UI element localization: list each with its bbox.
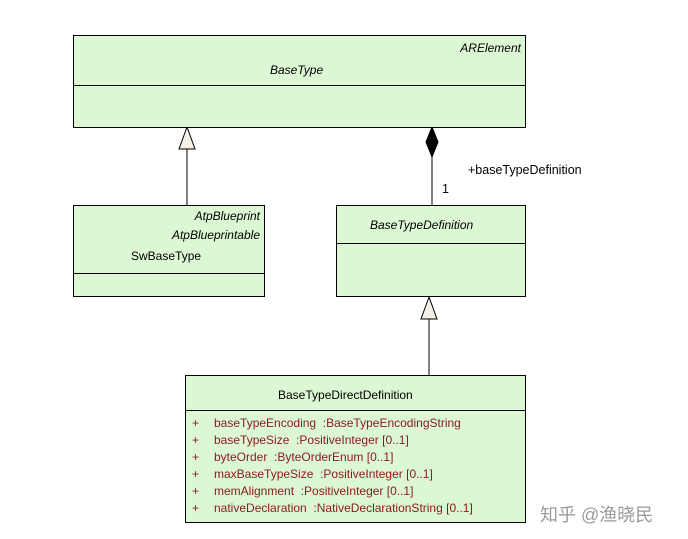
basetype-name: BaseType <box>270 63 324 77</box>
watermark: 知乎 @渔晓民 <box>540 505 654 525</box>
basetypedirectdefinition-attribute-section <box>186 410 525 411</box>
attribute-row: +baseTypeSize :PositiveInteger [0..1] <box>192 433 409 447</box>
generalization-arrowhead-basetype <box>178 125 196 150</box>
swbasetype-name: SwBaseType <box>131 249 202 263</box>
attribute-list: +baseTypeEncoding :BaseTypeEncodingStrin… <box>192 415 473 517</box>
class-basetype[interactable]: ARElement BaseType <box>73 35 526 128</box>
basetype-attribute-section <box>74 85 525 86</box>
class-basetypedirectdefinition[interactable]: BaseTypeDirectDefinition +baseTypeEncodi… <box>185 375 526 523</box>
basetypedefinition-name: BaseTypeDefinition <box>370 218 474 232</box>
swbasetype-stereotype-2: AtpBlueprintable <box>171 228 260 242</box>
attribute-row: +byteOrder :ByteOrderEnum [0..1] <box>192 450 394 464</box>
basetypedefinition-attribute-section <box>337 243 525 244</box>
attribute-row: +nativeDeclaration :NativeDeclarationStr… <box>192 501 473 515</box>
attribute-row: +memAlignment :PositiveInteger [0..1] <box>192 484 414 498</box>
swbasetype-stereotype-1: AtpBlueprint <box>194 209 260 223</box>
attribute-row: +baseTypeEncoding :BaseTypeEncodingStrin… <box>192 416 461 430</box>
swbasetype-attribute-section <box>74 273 264 274</box>
class-basetypedefinition[interactable]: BaseTypeDefinition <box>336 205 526 297</box>
attribute-row: +maxBaseTypeSize :PositiveInteger [0..1] <box>192 467 433 481</box>
association-role-label: +baseTypeDefinition <box>468 163 582 177</box>
basetype-stereotype: ARElement <box>460 41 521 55</box>
composition-diamond <box>425 125 439 159</box>
association-multiplicity-label: 1 <box>442 182 449 196</box>
basetypedirectdefinition-name: BaseTypeDirectDefinition <box>278 388 413 402</box>
class-swbasetype[interactable]: AtpBlueprint AtpBlueprintable SwBaseType <box>73 205 265 297</box>
generalization-arrowhead-basetypedefinition <box>420 295 438 320</box>
